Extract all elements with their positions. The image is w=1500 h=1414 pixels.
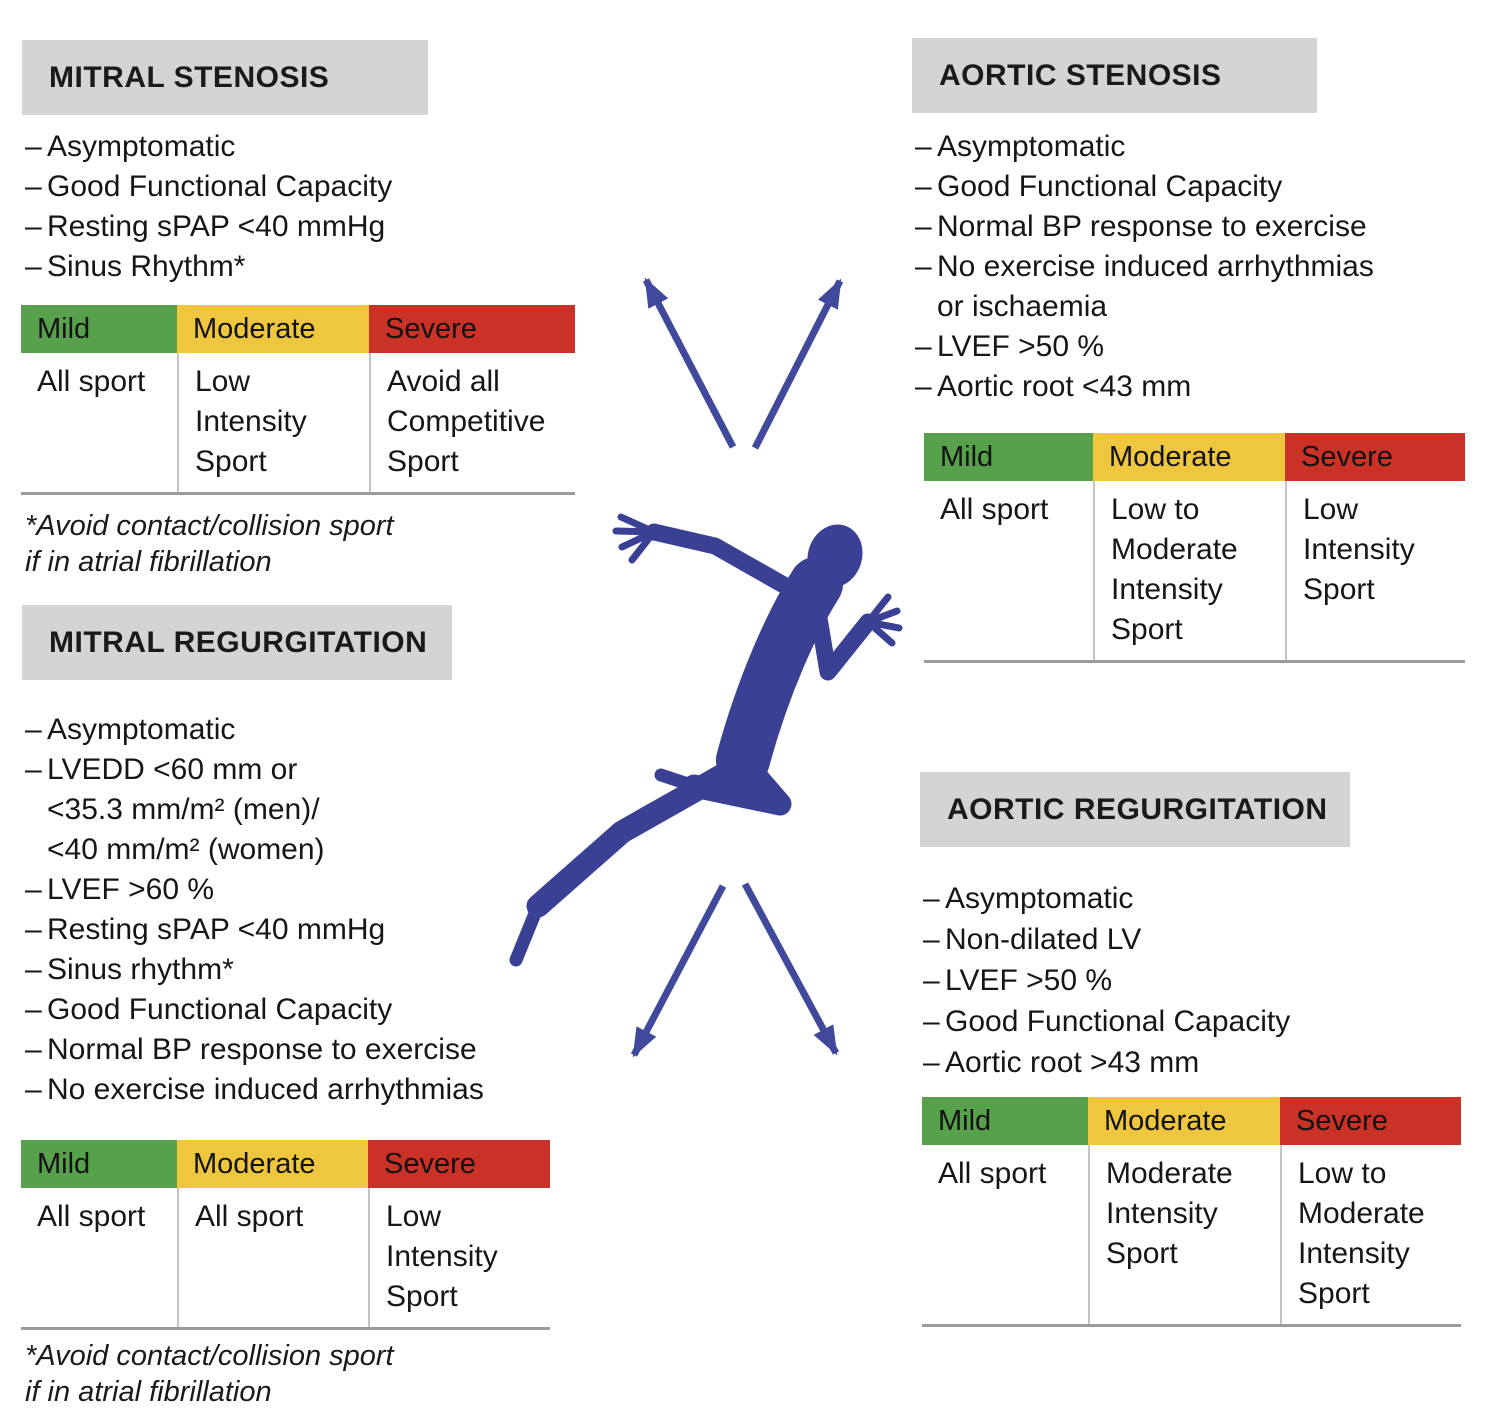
footnote: *Avoid contact/collision sport if in atr… [25, 510, 394, 578]
severity-header-mild: Mild [21, 305, 177, 353]
recommendation-cell: Avoid all Competitive Sport [369, 353, 575, 492]
criteria-item: <35.3 mm/m² (men)/ [47, 793, 320, 826]
criteria-item: –LVEF >60 % [25, 870, 484, 910]
criteria-item: <40 mm/m² (women) [47, 833, 325, 866]
recommendation-cell: All sport [21, 1188, 177, 1327]
recommendation-cell: Low Intensity Sport [1285, 481, 1465, 660]
bullet-dash: – [915, 250, 932, 283]
criteria-item: –LVEF >50 % [915, 327, 1374, 367]
recommendation-cell: Low Intensity Sport [177, 353, 369, 492]
criteria-item: –Asymptomatic [915, 127, 1374, 167]
criteria-item: –Aortic root <43 mm [915, 367, 1374, 407]
criteria-item: –Resting sPAP <40 mmHg [25, 910, 484, 950]
recommendation-cell: Low to Moderate Intensity Sport [1093, 481, 1285, 660]
severity-header-severe: Severe [368, 1140, 550, 1188]
criteria-list: –Asymptomatic –Good Functional Capacity … [915, 127, 1374, 407]
bullet-dash: – [915, 170, 932, 203]
section-title-label: MITRAL STENOSIS [49, 60, 330, 94]
criteria-list: –Asymptomatic –LVEDD <60 mm or <35.3 mm/… [25, 710, 484, 1110]
bullet-dash: – [25, 713, 42, 746]
criteria-item: –Good Functional Capacity [915, 167, 1374, 207]
bullet-dash: – [923, 1046, 940, 1079]
section-title: MITRAL STENOSIS [22, 40, 428, 115]
bullet-dash: – [923, 882, 940, 915]
criteria-item: –Good Functional Capacity [923, 1001, 1290, 1042]
recommendation-cell: Low Intensity Sport [368, 1188, 550, 1327]
criteria-item: –Sinus rhythm* [25, 950, 484, 990]
footnote: *Avoid contact/collision sport if in atr… [25, 1340, 394, 1408]
section-title: AORTIC REGURGITATION [920, 772, 1350, 847]
bullet-dash: – [915, 210, 932, 243]
recommendation-cell: All sport [21, 353, 177, 492]
criteria-item: –Good Functional Capacity [25, 990, 484, 1030]
criteria-item: –Aortic root >43 mm [923, 1042, 1290, 1083]
severity-header-severe: Severe [1285, 433, 1465, 481]
criteria-item: –Asymptomatic [25, 710, 484, 750]
bullet-dash: – [25, 210, 42, 243]
criteria-item: –Normal BP response to exercise [915, 207, 1374, 247]
sprinter-icon [509, 513, 903, 967]
criteria-item: –No exercise induced arrhythmias [25, 1070, 484, 1110]
severity-header-severe: Severe [1280, 1097, 1461, 1145]
bullet-dash: – [923, 1005, 940, 1038]
severity-table: Mild Moderate Severe All sport Moderate … [922, 1097, 1461, 1327]
bullet-dash: – [25, 1033, 42, 1066]
criteria-item: –Asymptomatic [923, 878, 1290, 919]
section-title: AORTIC STENOSIS [912, 38, 1317, 113]
bullet-dash: – [923, 964, 940, 997]
severity-table: Mild Moderate Severe All sport All sport… [21, 1140, 550, 1330]
severity-header-moderate: Moderate [177, 305, 369, 353]
severity-table: Mild Moderate Severe All sport Low Inten… [21, 305, 575, 495]
bullet-dash: – [25, 753, 42, 786]
section-title-label: AORTIC REGURGITATION [947, 792, 1328, 826]
criteria-item: –Resting sPAP <40 mmHg [25, 207, 392, 247]
bullet-dash: – [25, 953, 42, 986]
criteria-item: –Asymptomatic [25, 127, 392, 167]
criteria-item: –Sinus Rhythm* [25, 247, 392, 287]
bullet-dash: – [25, 250, 42, 283]
bullet-dash: – [25, 130, 42, 163]
criteria-item: –No exercise induced arrhythmias [915, 247, 1374, 287]
criteria-item: –LVEDD <60 mm or [25, 750, 484, 790]
severity-header-moderate: Moderate [1088, 1097, 1280, 1145]
criteria-item: –Non-dilated LV [923, 919, 1290, 960]
bullet-dash: – [923, 923, 940, 956]
criteria-list: –Asymptomatic –Non-dilated LV –LVEF >50 … [923, 878, 1290, 1083]
bullet-dash: – [25, 170, 42, 203]
bullet-dash: – [915, 130, 932, 163]
criteria-item: –Normal BP response to exercise [25, 1030, 484, 1070]
bullet-dash: – [25, 913, 42, 946]
section-title-label: AORTIC STENOSIS [939, 58, 1222, 92]
severity-header-mild: Mild [924, 433, 1093, 481]
severity-header-moderate: Moderate [177, 1140, 368, 1188]
recommendation-cell: All sport [922, 1145, 1088, 1324]
severity-header-moderate: Moderate [1093, 433, 1285, 481]
arrow-up-left [642, 277, 737, 449]
criteria-list: –Asymptomatic –Good Functional Capacity … [25, 127, 392, 287]
bullet-dash: – [25, 873, 42, 906]
bullet-dash: – [915, 330, 932, 363]
recommendation-cell: All sport [924, 481, 1093, 660]
criteria-item: –LVEF >50 % [923, 960, 1290, 1001]
section-title: MITRAL REGURGITATION [22, 605, 452, 680]
criteria-item: or ischaemia [937, 290, 1108, 323]
bullet-dash: – [25, 1073, 42, 1106]
bullet-dash: – [915, 370, 932, 403]
arrow-up-right [751, 278, 844, 450]
severity-header-severe: Severe [369, 305, 575, 353]
section-title-label: MITRAL REGURGITATION [49, 625, 428, 659]
severity-table: Mild Moderate Severe All sport Low to Mo… [924, 433, 1465, 663]
criteria-item: –Good Functional Capacity [25, 167, 392, 207]
bullet-dash: – [25, 993, 42, 1026]
severity-header-mild: Mild [21, 1140, 177, 1188]
severity-header-mild: Mild [922, 1097, 1088, 1145]
recommendation-cell: All sport [177, 1188, 368, 1327]
recommendation-cell: Low to Moderate Intensity Sport [1280, 1145, 1461, 1324]
recommendation-cell: Moderate Intensity Sport [1088, 1145, 1280, 1324]
